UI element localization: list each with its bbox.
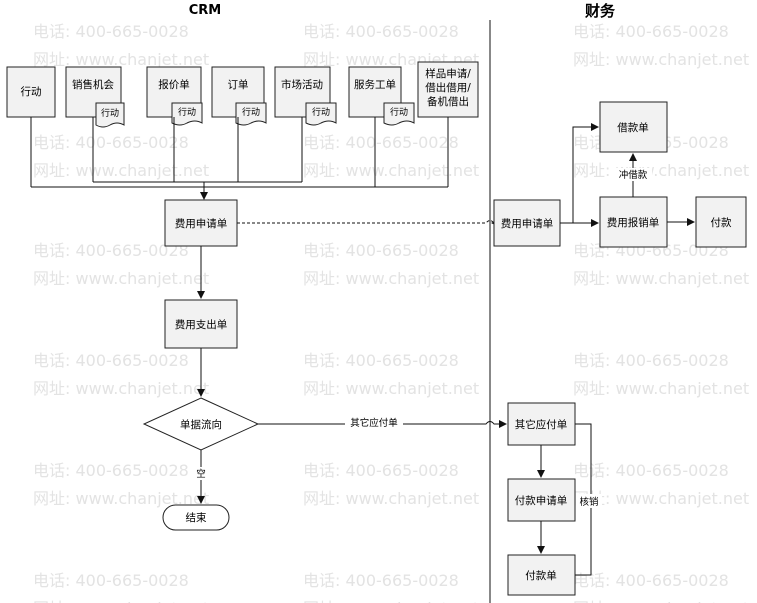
doc-action-order-label: 行动 xyxy=(242,106,260,118)
node-loan-label: 借款单 xyxy=(617,121,649,134)
node-expense-apply-finance[interactable]: 费用申请单 xyxy=(493,199,561,247)
lane-title-crm: CRM xyxy=(189,3,222,18)
node-action-label: 行动 xyxy=(21,85,42,98)
doc-action-opportunity[interactable]: 行动 xyxy=(95,102,125,128)
node-payment-apply[interactable]: 付款申请单 xyxy=(507,478,576,522)
lane-title-finance: 财务 xyxy=(585,2,616,20)
node-sample-line1: 样品申请/ xyxy=(425,67,471,80)
node-end-label: 结束 xyxy=(186,511,207,524)
watermark-phone: 电话: 400-665-0028 xyxy=(573,571,729,590)
node-expense-apply-crm[interactable]: 费用申请单 xyxy=(164,199,238,247)
collector-lines xyxy=(30,117,449,200)
watermark-site: 网址: www.chanjet.net xyxy=(33,599,209,603)
node-end[interactable]: 结束 xyxy=(162,504,230,531)
node-payment-apply-label: 付款申请单 xyxy=(515,494,568,507)
watermark-site: 网址: www.chanjet.net xyxy=(303,489,479,508)
watermark-phone: 电话: 400-665-0028 xyxy=(303,461,459,480)
watermark-site: 网址: www.chanjet.net xyxy=(573,489,749,508)
edge-label-offset-loan: 冲借款 xyxy=(619,169,648,181)
node-expense-apply-crm-label: 费用申请单 xyxy=(175,217,228,230)
watermark-site: 网址: www.chanjet.net xyxy=(573,161,749,180)
watermark-phone: 电话: 400-665-0028 xyxy=(33,571,189,590)
watermark-phone: 电话: 400-665-0028 xyxy=(303,241,459,260)
watermark-phone: 电话: 400-665-0028 xyxy=(303,351,459,370)
edge-label-other-payable: 其它应付单 xyxy=(350,417,398,429)
watermark-site: 网址: www.chanjet.net xyxy=(33,161,209,180)
node-flow-direction[interactable]: 单据流向 xyxy=(142,397,260,451)
node-campaign-label: 市场活动 xyxy=(281,78,323,91)
watermark-phone: 电话: 400-665-0028 xyxy=(573,22,729,41)
node-sample-loan[interactable]: 样品申请/ 借出借用/ 备机借出 xyxy=(417,61,479,118)
watermark-site: 网址: www.chanjet.net xyxy=(33,489,209,508)
watermark-phone: 电话: 400-665-0028 xyxy=(33,351,189,370)
watermark-phone: 电话: 400-665-0028 xyxy=(303,133,459,152)
watermark-site: 网址: www.chanjet.net xyxy=(573,599,749,603)
watermark-phone: 电话: 400-665-0028 xyxy=(573,461,729,480)
node-quote-label: 报价单 xyxy=(158,78,190,91)
edge-label-empty: 空 xyxy=(196,468,206,480)
doc-action-service-label: 行动 xyxy=(390,106,408,118)
watermark-site: 网址: www.chanjet.net xyxy=(33,50,209,69)
watermark-layer: 电话: 400-665-0028 网址: www.chanjet.net 电话: 4… xyxy=(33,22,749,603)
watermark-phone: 电话: 400-665-0028 xyxy=(33,133,189,152)
watermark-phone: 电话: 400-665-0028 xyxy=(33,241,189,260)
doc-action-quote[interactable]: 行动 xyxy=(171,102,203,126)
node-payment[interactable]: 付款 xyxy=(695,196,747,248)
watermark-phone: 电话: 400-665-0028 xyxy=(573,351,729,370)
doc-action-campaign-label: 行动 xyxy=(312,106,330,118)
node-service-label: 服务工单 xyxy=(354,78,396,91)
node-expense-apply-finance-label: 费用申请单 xyxy=(501,217,554,230)
watermark-site: 网址: www.chanjet.net xyxy=(303,379,479,398)
watermark-site: 网址: www.chanjet.net xyxy=(303,269,479,288)
doc-action-opportunity-label: 行动 xyxy=(101,107,119,119)
doc-action-quote-label: 行动 xyxy=(178,106,196,118)
edge-crm-to-finance-apply xyxy=(237,219,499,227)
node-sample-line2: 借出借用/ xyxy=(425,81,471,94)
doc-action-order[interactable]: 行动 xyxy=(235,102,267,126)
watermark-phone: 电话: 400-665-0028 xyxy=(33,461,189,480)
node-payment-doc[interactable]: 付款单 xyxy=(507,554,576,596)
node-action[interactable]: 行动 xyxy=(6,66,56,118)
edge-flow-to-other-payable xyxy=(258,420,507,428)
node-other-payable-label: 其它应付单 xyxy=(515,418,568,431)
node-other-payable[interactable]: 其它应付单 xyxy=(507,402,576,446)
watermark-site: 网址: www.chanjet.net xyxy=(33,379,209,398)
node-loan[interactable]: 借款单 xyxy=(599,101,668,153)
node-payment-label: 付款 xyxy=(711,216,732,229)
watermark-site: 网址: www.chanjet.net xyxy=(573,269,749,288)
watermark-site: 网址: www.chanjet.net xyxy=(303,599,479,603)
watermark-site: 网址: www.chanjet.net xyxy=(33,269,209,288)
watermark-phone: 电话: 400-665-0028 xyxy=(33,22,189,41)
node-sample-line3: 备机借出 xyxy=(427,95,469,108)
edge-label-verify: 核销 xyxy=(579,496,599,508)
node-reimburse[interactable]: 费用报销单 xyxy=(599,196,668,248)
watermark-site: 网址: www.chanjet.net xyxy=(303,161,479,180)
node-payment-doc-label: 付款单 xyxy=(525,569,557,582)
doc-action-service[interactable]: 行动 xyxy=(383,102,415,126)
watermark-phone: 电话: 400-665-0028 xyxy=(303,571,459,590)
watermark-phone: 电话: 400-665-0028 xyxy=(303,22,459,41)
node-flow-direction-label: 单据流向 xyxy=(180,418,222,431)
node-order-label: 订单 xyxy=(228,79,249,91)
node-reimburse-label: 费用报销单 xyxy=(607,216,660,229)
node-expense-pay[interactable]: 费用支出单 xyxy=(164,299,238,349)
node-expense-pay-label: 费用支出单 xyxy=(175,318,228,331)
node-opportunity-label: 销售机会 xyxy=(72,78,114,91)
watermark-site: 网址: www.chanjet.net xyxy=(573,379,749,398)
doc-action-campaign[interactable]: 行动 xyxy=(305,102,337,126)
watermark-site: 网址: www.chanjet.net xyxy=(573,50,749,69)
